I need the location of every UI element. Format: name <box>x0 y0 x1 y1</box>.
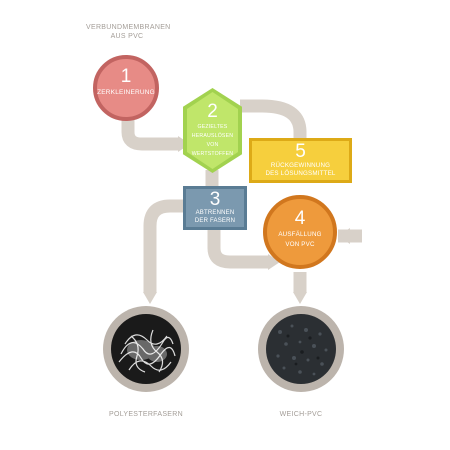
step-label: WERTSTOFFEN <box>191 151 234 157</box>
step-1-zerkleinerung: 1 ZERKLEINERUNG <box>93 55 159 121</box>
step-number: 2 <box>207 101 218 122</box>
step-number: 3 <box>209 189 221 210</box>
pvc-caption: WEICH-PVC <box>279 411 323 418</box>
step-2-herausloesen: 2 GEZIELTES HERAUSLÖSEN VON WERTSTOFFEN <box>183 88 242 173</box>
step-number: 5 <box>295 141 306 162</box>
arrow-head <box>293 292 307 304</box>
polyester-fibers-icon <box>111 314 181 384</box>
step-label: DES LÖSUNGSMITTEL <box>265 169 336 177</box>
step-5-rueckgewinnung: 5 RÜCKGEWINNUNG DES LÖSUNGSMITTEL <box>249 138 352 183</box>
step-label: DER FASERN <box>194 217 236 224</box>
fibers-caption: POLYESTERFASERN <box>108 411 183 418</box>
source-caption-line: AUS PVC <box>110 33 144 40</box>
arrow-head <box>143 292 157 304</box>
step-number: 1 <box>120 66 132 87</box>
step-4-ausfaellung: 4 AUSFÄLLUNG VON PVC <box>263 195 337 269</box>
arrow-head <box>338 228 350 244</box>
step-number: 4 <box>294 208 306 229</box>
source-caption-line: VERBUNDMEMBRANEN <box>86 24 171 31</box>
step-label: GEZIELTES <box>197 124 228 130</box>
step-label: VON PVC <box>285 240 315 248</box>
step-label: ZERKLEINERUNG <box>97 89 155 96</box>
step-label: AUSFÄLLUNG <box>278 231 322 238</box>
step-label: HERAUSLÖSEN <box>191 133 234 139</box>
step-label: RÜCKGEWINNUNG <box>270 162 331 169</box>
step-3-abtrennen: 3 ABTRENNEN DER FASERN <box>183 186 247 230</box>
step-label: VON <box>206 142 219 148</box>
arrow-head <box>268 254 280 270</box>
polyester-fibers-photo <box>103 306 189 392</box>
source-caption: VERBUNDMEMBRANEN AUS PVC <box>86 23 171 41</box>
step-label: ABTRENNEN <box>195 210 235 216</box>
soft-pvc-photo <box>258 306 344 392</box>
pvc-granulate-icon <box>266 314 336 384</box>
